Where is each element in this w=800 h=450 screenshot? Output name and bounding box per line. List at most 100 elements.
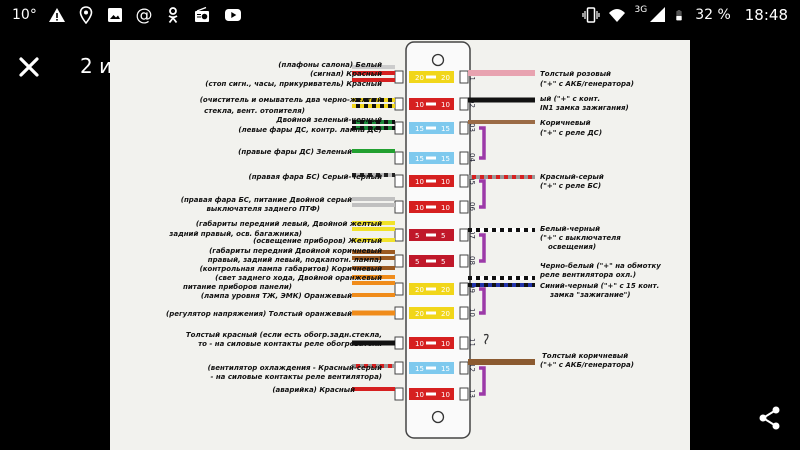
terminal-right — [459, 306, 469, 320]
label-left-6: (левые фары ДС, контр. лампа ДС) — [238, 126, 382, 134]
share-button[interactable] — [756, 404, 784, 432]
fuse-amps-a: 5 — [415, 232, 419, 240]
terminal-left — [394, 174, 404, 188]
terminal-left — [394, 306, 404, 320]
fuse-element — [426, 259, 436, 263]
fuse-element — [426, 126, 436, 130]
terminal-left — [394, 200, 404, 214]
mount-hole-bottom — [431, 410, 445, 424]
label-right-13: Синий-черный ("+" с 15 конт. — [540, 282, 660, 290]
fuse-number: 02 — [468, 99, 476, 108]
terminal-left — [394, 151, 404, 165]
label-left-18: питание приборов панели) — [183, 283, 292, 291]
label-right-12: реле вентилятора охл.) — [540, 271, 637, 279]
fuse-number: 01 — [468, 72, 476, 81]
mount-hole-top — [431, 53, 445, 67]
terminal-left — [394, 387, 404, 401]
terminal-right — [459, 228, 469, 242]
fuse-amps-a: 10 — [415, 340, 424, 348]
label-right-10: освещения) — [548, 243, 597, 251]
radio-icon — [194, 6, 209, 22]
fuse-amps-a: 15 — [415, 155, 424, 163]
wifi-icon — [609, 9, 626, 22]
battery-percent-text: 32 % — [695, 7, 731, 23]
fuse-amps-a: 5 — [415, 258, 419, 266]
fuse-number: 03 — [468, 123, 476, 132]
fuse-amps-b: 10 — [441, 340, 450, 348]
label-left-13: (освещение приборов) Желтый — [253, 237, 382, 245]
terminal-right — [459, 336, 469, 350]
label-right-8: Белый-черный — [540, 225, 600, 233]
label-right-7: ("+" с реле БС) — [540, 182, 602, 190]
terminal-left — [394, 121, 404, 135]
fuse-number: 10 — [468, 308, 476, 317]
label-left-25: (аварийка) Красный — [272, 386, 355, 394]
fuse-number: 06 — [468, 202, 476, 211]
terminal-left — [394, 228, 404, 242]
warning-icon — [48, 8, 65, 22]
terminal-left — [394, 70, 404, 84]
label-left-8: (правая фара БС) Серый-черный — [248, 173, 382, 181]
label-right-9: ("+" с выключателя — [540, 234, 621, 242]
label-right-4: Коричневый — [540, 119, 591, 127]
youtube-icon — [224, 9, 241, 21]
jumper-12-13 — [479, 366, 486, 396]
status-left: 10° @ — [12, 6, 244, 24]
fuse-amps-b: 5 — [441, 258, 445, 266]
odnoklassniki-icon — [168, 7, 178, 24]
vibrate-icon — [582, 7, 601, 23]
fuse-amps-b: 15 — [441, 155, 450, 163]
terminal-left — [394, 282, 404, 296]
fuse-03: 15 15 03 — [394, 121, 476, 135]
label-right-6: Красный-серый — [540, 173, 604, 181]
label-left-5: Двойной зеленый-черный — [276, 116, 382, 124]
label-left-0: (плафоны салона) Белый — [278, 61, 382, 69]
fuse-element — [426, 366, 436, 370]
terminal-right — [459, 254, 469, 268]
fuse-amps-a: 20 — [415, 286, 424, 294]
fuse-amps-b: 15 — [441, 125, 450, 133]
fuse-amps-b: 15 — [441, 365, 450, 373]
status-right: 3G 32 % 18:48 — [582, 5, 788, 24]
fuse-element — [426, 341, 436, 345]
fuse-number: 11 — [468, 338, 476, 347]
close-button[interactable] — [14, 52, 44, 82]
label-left-15: правый, задний левый, подкапотн. лампа) — [207, 256, 382, 264]
label-left-17: (свет заднего хода, Двойной оранжевый — [215, 274, 382, 282]
label-left-2: (стоп сигн., часы, прикуриватель) Красны… — [205, 80, 382, 88]
label-left-1: (сигнал) Красный — [310, 70, 382, 78]
label-left-3: (очиститель и омыватель два черно-желтый — [199, 96, 382, 104]
label-right-14: замка "зажигание") — [550, 291, 631, 299]
jumper-07-08 — [479, 233, 486, 263]
label-left-24: - на силовые контакты реле вентилятора) — [210, 373, 383, 381]
label-left-4: стекла, вент. отопителя) — [204, 107, 305, 115]
label-right-15: Толстый коричневый — [542, 352, 629, 360]
fuse-element — [426, 205, 436, 209]
fuse-amps-a: 15 — [415, 125, 424, 133]
label-left-21: Толстый красный (если есть обогр.задн.ст… — [185, 331, 382, 339]
fuse-amps-b: 20 — [441, 310, 450, 318]
jumper-05-06 — [479, 179, 486, 209]
label-right-2: ый ("+" с конт. — [540, 95, 601, 103]
fuse-element — [426, 311, 436, 315]
label-left-10: выключателя заднего ПТФ) — [206, 205, 320, 213]
fuse-11: 10 10 11 — [394, 336, 476, 350]
fuse-element — [426, 392, 436, 396]
terminal-right — [459, 97, 469, 111]
fuse-amps-b: 20 — [441, 286, 450, 294]
label-left-16: (контрольная лампа габаритов) Коричневый — [199, 265, 382, 273]
fuse-amps-b: 10 — [441, 101, 450, 109]
label-left-14: (габариты передний Двойной коричневый — [209, 247, 382, 255]
fuse-amps-b: 20 — [441, 74, 450, 82]
clock-text: 18:48 — [744, 6, 788, 24]
label-right-1: ("+" с АКБ/генератора) — [540, 80, 634, 88]
fuse-element — [426, 233, 436, 237]
fuse-amps-a: 15 — [415, 365, 424, 373]
